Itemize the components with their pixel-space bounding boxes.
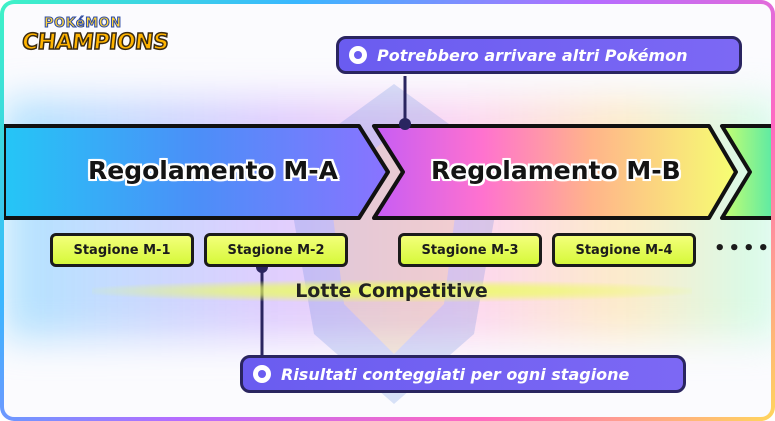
season-pill-m4: Stagione M-4 (552, 233, 696, 267)
regulation-label-mb: Regolamento M-B (431, 156, 681, 185)
callout-season-results: Risultati conteggiati per ogni stagione (240, 355, 686, 393)
callout-bottom-text: Risultati conteggiati per ogni stagione (281, 365, 629, 384)
pokemon-champions-logo: POKéMON CHAMPIONS (22, 12, 142, 74)
season-pill-m2: Stagione M-2 (204, 233, 348, 267)
more-seasons-ellipsis: •••• (714, 238, 772, 259)
logo-line2: CHAMPIONS (21, 30, 170, 55)
logo-line1: POKéMON (44, 16, 122, 31)
bullet-ring-icon (349, 46, 367, 64)
callout-top-dot (399, 118, 411, 130)
season-label: Stagione M-1 (73, 243, 170, 258)
season-pill-m1: Stagione M-1 (50, 233, 194, 267)
season-label: Stagione M-2 (227, 243, 324, 258)
callout-top-text: Potrebbero arrivare altri Pokémon (377, 46, 688, 65)
callout-more-pokemon: Potrebbero arrivare altri Pokémon (336, 36, 742, 74)
bullet-ring-icon (253, 365, 271, 383)
regulation-label-ma: Regolamento M-A (88, 156, 338, 185)
season-label: Stagione M-3 (421, 243, 518, 258)
season-pill-m3: Stagione M-3 (398, 233, 542, 267)
season-label: Stagione M-4 (575, 243, 672, 258)
competitive-battles-label: Lotte Competitive (4, 280, 775, 302)
